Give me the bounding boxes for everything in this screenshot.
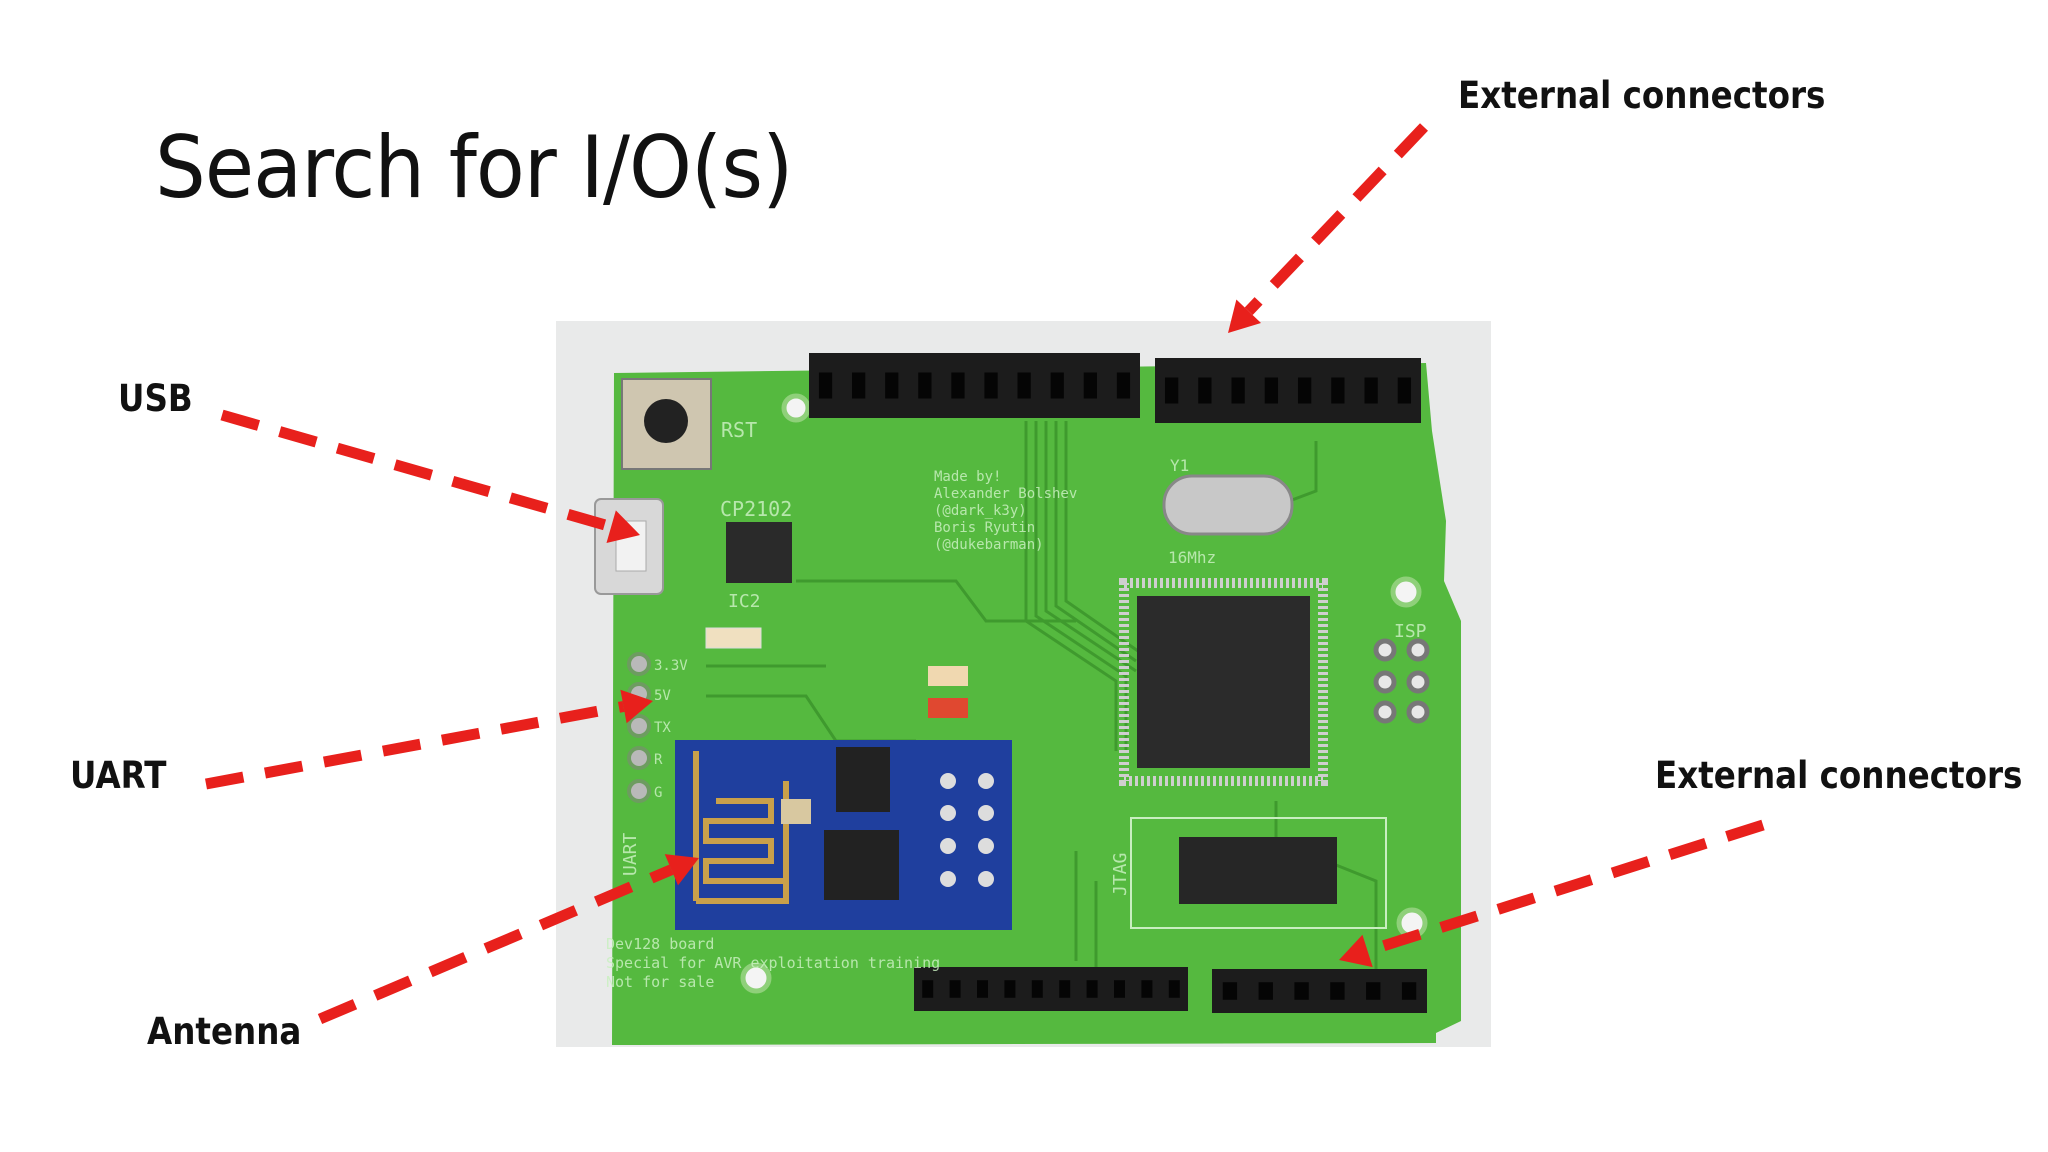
silk-5v: 5V [654,688,671,704]
silk-gnd: G [654,785,662,801]
header-pin-hole [1031,980,1043,998]
jtag-header [1179,837,1337,904]
silk-made-by-0: Made by! [934,469,1001,485]
silk-tx: TX [654,720,671,736]
header-pin-hole [1017,372,1031,399]
silk-rx: R [654,752,663,768]
cp2102-chip [726,522,792,583]
esp-pin [940,773,956,789]
header-pin-hole [1164,377,1179,404]
uart-pin [627,682,651,706]
header-pin-hole [1264,377,1279,404]
header-pin-hole [984,372,998,399]
esp-pin [940,805,956,821]
header-pin-hole [1116,372,1131,399]
atmega128-mcu [1137,596,1310,768]
silk-isp: ISP [1394,621,1427,642]
esp-pin [978,838,994,854]
label-external-connectors-bottom: External connectors [1655,754,2023,797]
arrow-external-top [1228,123,1428,333]
label-antenna: Antenna [147,1010,302,1053]
header-pin-hole [1294,982,1309,1000]
header-pin-hole [977,980,988,998]
header-pin-hole [1331,377,1345,404]
header-pin-hole [1141,980,1153,998]
header-pin-hole [1231,377,1245,404]
header-pin-hole [1083,372,1097,399]
silk-made-by-3: Boris Ryutin [934,520,1035,536]
header-pin-hole [1004,980,1016,998]
silk-made-by-1: Alexander Bolshev [934,486,1077,502]
esp-pin [978,871,994,887]
header-pin-hole [885,372,899,399]
silk-uart: UART [620,832,641,876]
silk-rst: RST [721,418,757,442]
silk-made-by-4: (@dukebarman) [934,537,1044,553]
label-external-connectors-top: External connectors [1458,74,1826,117]
uart-pin [627,746,651,770]
crystal-16mhz [1162,474,1294,536]
esp-pin [940,871,956,887]
header-pin-hole [1258,982,1273,1000]
slide-title: Search for I/O(s) [155,118,793,218]
silk-y1: Y1 [1170,456,1189,475]
silk-footer-2: Not for sale [606,973,714,991]
esp-pin [940,838,956,854]
header-pin-hole [1397,377,1412,404]
header-pin-hole [1401,982,1417,1000]
header-pin-hole [1086,980,1098,998]
silk-jtag: JTAG [1110,853,1131,896]
silk-ic2: IC2 [728,591,761,612]
header-pin-hole [1222,982,1238,1000]
header-pin-hole [1114,980,1125,998]
header-pin-hole [1168,980,1180,998]
isp-pin-header [1373,638,1430,724]
label-usb: USB [118,377,193,420]
header-pin-hole [1198,377,1212,404]
header-pin-hole [1366,982,1381,1000]
uart-pin [627,714,651,738]
silk-16mhz: 16Mhz [1168,548,1216,567]
header-pin-hole [949,980,961,998]
uart-pin [627,652,651,676]
header-pin-hole [1050,372,1064,399]
header-top-right [1155,358,1421,423]
silk-footer-0: Dev128 board [606,935,714,953]
header-pin-hole [1364,377,1378,404]
silk-cp2102: CP2102 [720,497,792,521]
header-pin-hole [852,372,866,399]
header-pin-hole [818,372,833,399]
header-bottom-right [1212,969,1427,1013]
header-pin-hole [951,372,965,399]
header-pin-hole [1059,980,1071,998]
header-pin-hole [1297,377,1312,404]
esp-pin [978,773,994,789]
esp-pin [978,805,994,821]
label-uart: UART [70,754,167,797]
header-pin-hole [1330,982,1345,1000]
header-pin-hole [918,372,932,399]
silk-made-by-2: (@dark_k3y) [934,503,1027,519]
silk-footer-1: Special for AVR exploitation training [606,954,940,972]
pcb-photo: RST CP2102 IC2 Made by! Alexander Bolshe… [556,321,1491,1047]
header-pin-hole [922,980,934,998]
uart-pin [627,779,651,803]
silk-3v3: 3.3V [654,658,688,674]
